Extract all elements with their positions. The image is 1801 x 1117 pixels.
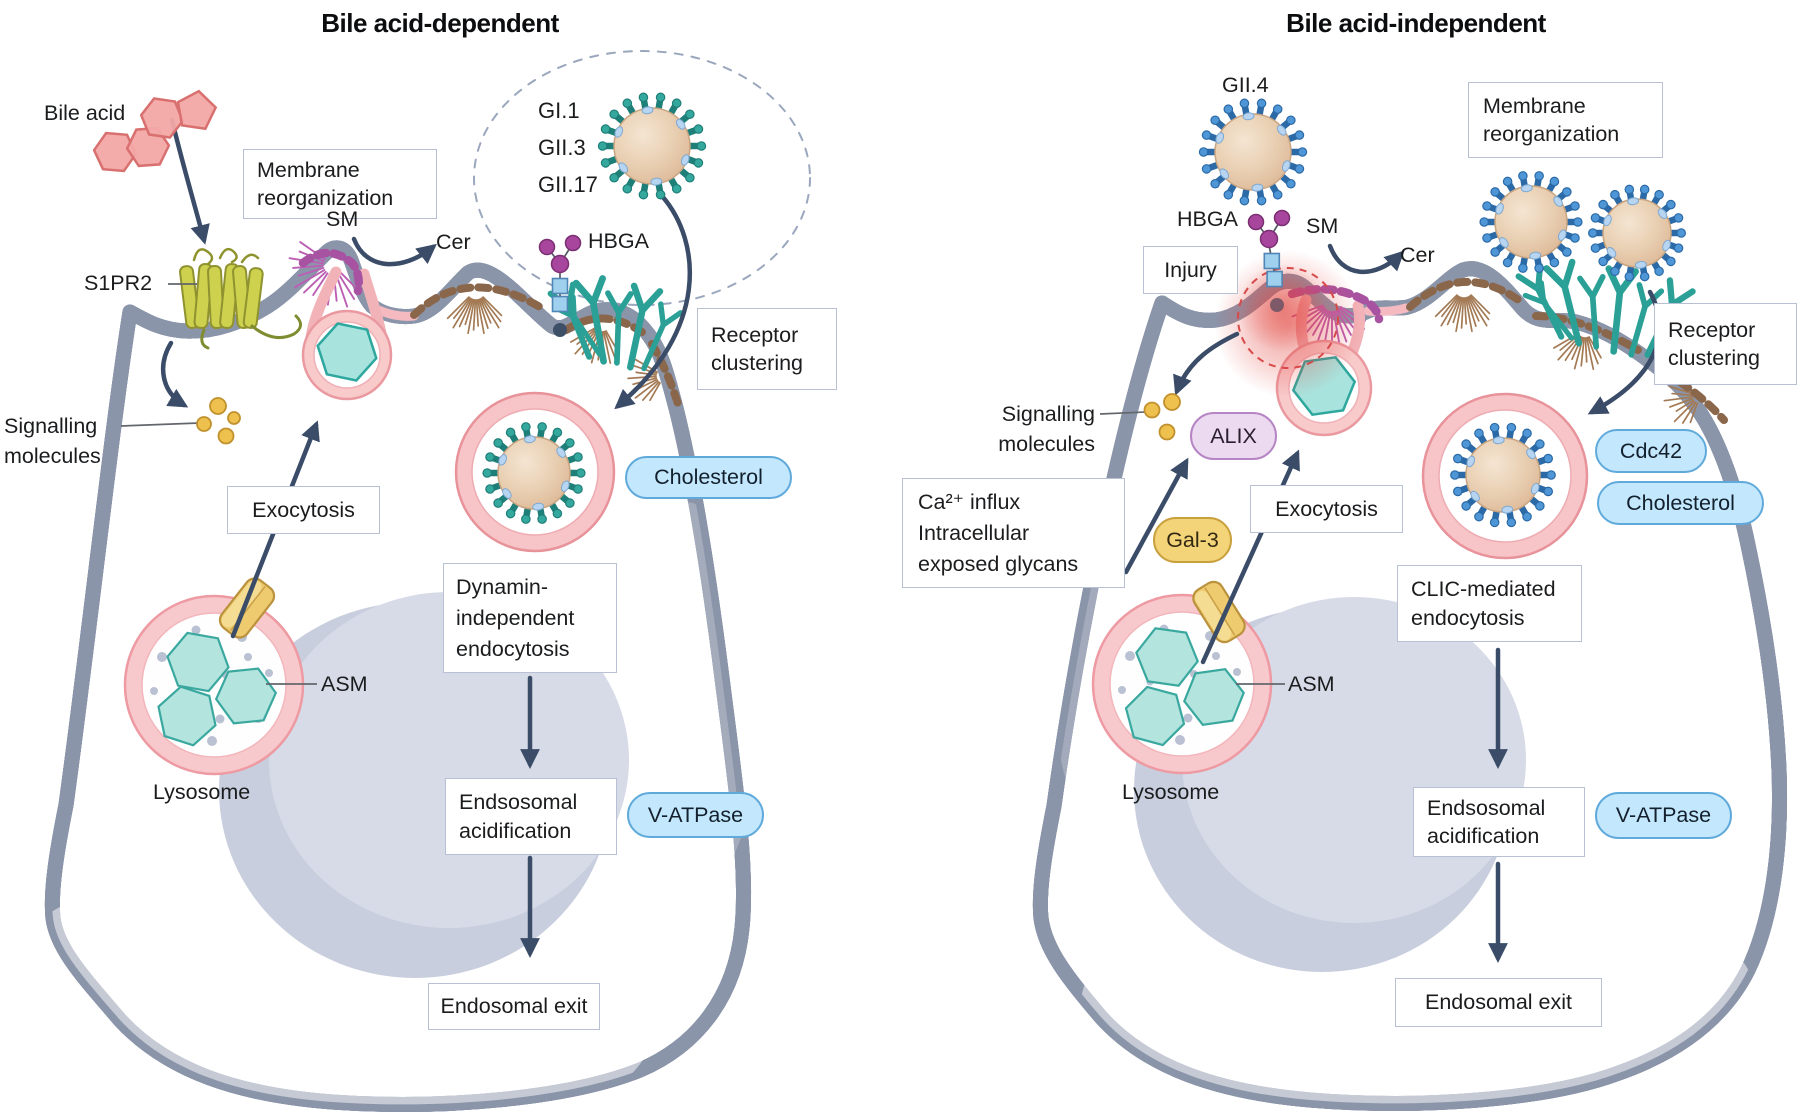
- norovirus-blue-icon: [1198, 98, 1308, 206]
- cholesterol-pill-left: Cholesterol: [625, 456, 792, 499]
- lysosome-label-right: Lysosome: [1122, 780, 1220, 804]
- ca-influx-glycans-box: Ca²⁺ influx Intracellular exposed glycan…: [902, 478, 1125, 588]
- membrane-reorganization-box-right: Membrane reorganization: [1468, 82, 1663, 158]
- norovirus-blue-icon: [1479, 171, 1583, 273]
- sphingomyelin-microdomain-icon: [298, 248, 1728, 424]
- hbga-label-right: HBGA: [1177, 207, 1238, 231]
- v-atpase-pill-right: V-ATPase: [1595, 792, 1732, 839]
- endosomal-exit-box-left: Endosomal exit: [428, 983, 600, 1030]
- hbga-glycan-icon: [538, 234, 582, 337]
- arrow-membrane-to-signalling: [1173, 331, 1240, 396]
- norovirus-blue-icon: [1450, 422, 1556, 528]
- endosomal-exit-box-right: Endosomal exit: [1395, 978, 1602, 1027]
- strain-labels-left: GI.1 GII.3 GII.17: [538, 98, 598, 197]
- lysosome-icon: [1091, 580, 1273, 775]
- strain-label-gii4: GII.4: [1222, 73, 1269, 97]
- norovirus-teal-icon: [597, 92, 707, 200]
- norovirus-blue-icon: [1588, 184, 1686, 282]
- arrow-s1pr2-to-signalling: [161, 340, 189, 408]
- leader-lines: [120, 283, 1285, 685]
- endosomal-acidification-box-right: Endsosomal acidification: [1413, 787, 1585, 857]
- asm-label-right: ASM: [1288, 672, 1335, 696]
- signalling-molecules-icon: [196, 393, 1181, 445]
- signalling-molecules-label-right: Signalling molecules: [998, 402, 1095, 456]
- cdc42-pill: Cdc42: [1595, 429, 1707, 473]
- clic-mediated-endocytosis-box: CLIC-mediated endocytosis: [1397, 565, 1582, 642]
- signalling-molecules-label-left: Signalling molecules: [4, 414, 101, 468]
- panel-title-left: Bile acid-dependent: [321, 8, 559, 38]
- lysosome-channel-icon: [1192, 580, 1246, 644]
- panel-title-right: Bile acid-independent: [1286, 8, 1546, 38]
- lysosome-label-left: Lysosome: [153, 780, 251, 804]
- arrow-sm-to-cer-left: [351, 236, 437, 267]
- v-atpase-pill-left: V-ATPase: [627, 792, 764, 838]
- receptor-clustering-box-right: Receptor clustering: [1654, 303, 1797, 385]
- membrane-reorganization-box-left: Membrane reorganization: [243, 149, 437, 219]
- sm-label-right: SM: [1306, 214, 1339, 238]
- arrow-glycans-up: [1123, 457, 1189, 575]
- cholesterol-pill-right: Cholesterol: [1597, 481, 1764, 525]
- lysosome-icon: [123, 577, 305, 776]
- gal-3-pill: Gal-3: [1153, 517, 1232, 563]
- arrow-bile-to-s1pr2: [169, 117, 210, 245]
- s1pr2-receptor-icon: [179, 247, 302, 350]
- injury-glow-icon: [1214, 250, 1362, 398]
- injury-box: Injury: [1143, 246, 1238, 294]
- sm-label-left: SM: [326, 207, 359, 231]
- arrow-sm-to-cer-right: [1327, 243, 1405, 275]
- norovirus-teal-icon: [482, 422, 586, 524]
- bile-acid-label: Bile acid: [44, 101, 126, 125]
- hbga-label-left: HBGA: [588, 229, 649, 253]
- endosomal-acidification-box-left: Endsosomal acidification: [445, 778, 617, 855]
- exocytosis-box-right: Exocytosis: [1250, 485, 1403, 533]
- clustered-receptors-icon: [547, 258, 1696, 372]
- cer-label-left: Cer: [436, 230, 471, 254]
- cer-label-right: Cer: [1400, 243, 1435, 267]
- hbga-glycan-icon: [1247, 209, 1291, 312]
- receptor-clustering-box-left: Receptor clustering: [697, 308, 837, 390]
- bile-acid-icon: [92, 89, 218, 173]
- asm-label-left: ASM: [321, 672, 368, 696]
- membrane-invagination-icon: [301, 266, 393, 401]
- arrow-virus-to-endosome-left: [614, 193, 693, 410]
- strain-group-dashed-ellipse: [473, 50, 811, 306]
- dynamin-independent-endocytosis-box: Dynamin- independent endocytosis: [443, 563, 617, 673]
- exocytosis-box-left: Exocytosis: [227, 486, 380, 534]
- s1pr2-label: S1PR2: [84, 271, 153, 295]
- alix-pill: ALIX: [1190, 412, 1277, 460]
